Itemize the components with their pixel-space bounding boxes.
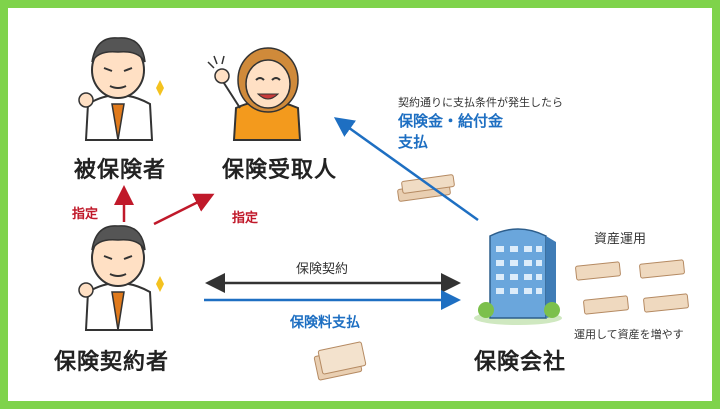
payout-condition-label: 契約通りに支払条件が発生したら xyxy=(398,96,563,109)
insured-person-icon xyxy=(78,37,164,141)
designate-beneficiary-label: 指定 xyxy=(232,211,259,226)
premium-label: 保険料支払 xyxy=(290,315,360,331)
asset-note-label: 運用して資産を増やす xyxy=(574,328,684,341)
insurer-building-icon xyxy=(474,228,562,325)
asset-money-icon xyxy=(575,259,689,315)
insurer-label: 保険会社 xyxy=(474,350,567,375)
arrow-designate-beneficiary xyxy=(153,193,215,226)
payout-pay-label: 支払 xyxy=(398,133,429,151)
beneficiary-label: 保険受取人 xyxy=(222,158,338,183)
policyholder-person-icon xyxy=(78,225,164,331)
policyholder-label: 保険契約者 xyxy=(54,350,170,375)
designate-insured-label: 指定 xyxy=(72,207,99,222)
arrow-payout xyxy=(333,117,479,222)
insured-label: 被保険者 xyxy=(74,158,167,183)
beneficiary-person-icon xyxy=(207,47,302,141)
contract-label: 保険契約 xyxy=(296,262,349,277)
asset-title-label: 資産運用 xyxy=(594,232,647,247)
payout-amount-label: 保険金・給付金 xyxy=(398,112,504,130)
premium-money-icon xyxy=(313,341,367,381)
